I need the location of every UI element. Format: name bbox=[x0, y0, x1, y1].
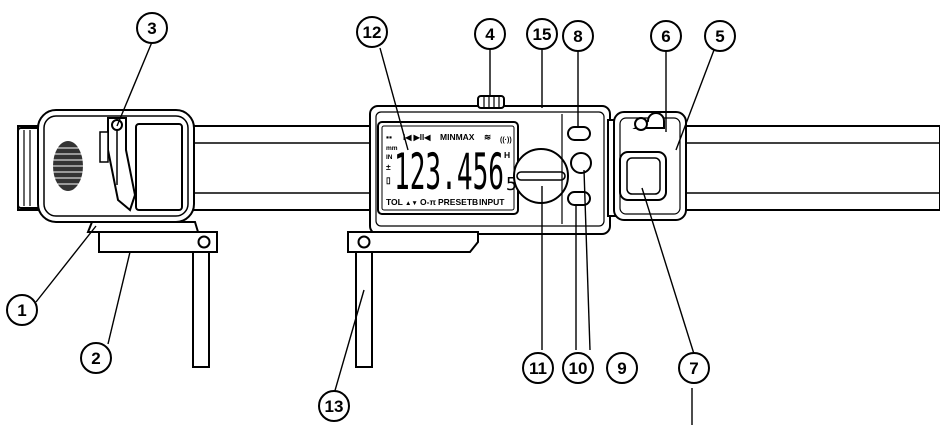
svg-text:9: 9 bbox=[617, 359, 626, 378]
svg-text:13: 13 bbox=[325, 397, 344, 416]
display-jaw bbox=[347, 231, 479, 368]
leader-lines bbox=[35, 41, 715, 425]
round-button[interactable] bbox=[570, 152, 592, 174]
lcd-arrows: ▲▼ bbox=[405, 200, 418, 207]
left-reference-block bbox=[37, 109, 195, 223]
svg-text:6: 6 bbox=[661, 27, 670, 46]
callout-11: 11 bbox=[522, 352, 554, 384]
right-slider bbox=[607, 111, 687, 221]
svg-text:5: 5 bbox=[715, 27, 724, 46]
slider-pad[interactable] bbox=[619, 151, 667, 201]
svg-text:12: 12 bbox=[363, 23, 382, 42]
callout-6: 6 bbox=[650, 20, 682, 52]
callout-10: 10 bbox=[562, 352, 594, 384]
lcd-tol: TOL bbox=[386, 197, 403, 207]
display-unit: ▪▪ mm IN ± ▯ I◀ ▶II◀ MINMAX ≋ ((·)) H 12… bbox=[369, 95, 611, 235]
lcd-preset: PRESET bbox=[438, 197, 473, 207]
svg-text:1: 1 bbox=[17, 301, 26, 320]
lcd-hold: H bbox=[504, 150, 510, 160]
svg-text:10: 10 bbox=[569, 359, 588, 378]
callout-7: 7 bbox=[678, 352, 710, 384]
lcd-input: INPUT bbox=[479, 197, 505, 207]
svg-text:3: 3 bbox=[147, 19, 156, 38]
callout-9: 9 bbox=[606, 352, 638, 384]
signal-icon: ≋ bbox=[484, 132, 491, 142]
callout-15: 15 bbox=[526, 18, 558, 50]
lcd-minmax: MINMAX bbox=[440, 132, 475, 142]
callout-2: 2 bbox=[80, 342, 112, 374]
knurled-grip-icon bbox=[53, 141, 83, 191]
lower-button[interactable] bbox=[567, 191, 591, 206]
lcd-unit-mm: mm bbox=[386, 145, 398, 152]
clamp-lever bbox=[99, 117, 137, 212]
upper-button[interactable] bbox=[567, 126, 591, 141]
svg-text:8: 8 bbox=[573, 27, 582, 46]
left-jaw bbox=[86, 221, 218, 368]
svg-text:4: 4 bbox=[485, 25, 495, 44]
callout-12: 12 bbox=[356, 16, 388, 48]
svg-text:15: 15 bbox=[533, 25, 552, 44]
lcd-mode-icon: ▪▪ bbox=[386, 132, 392, 142]
locking-screw-icon[interactable] bbox=[632, 112, 665, 131]
svg-text:2: 2 bbox=[91, 349, 100, 368]
rf-antenna-icon: ((·)) bbox=[500, 137, 512, 144]
lcd-small-digit: 5 bbox=[506, 174, 517, 195]
callout-8: 8 bbox=[562, 20, 594, 52]
callout-3: 3 bbox=[136, 12, 168, 44]
battery-icon: ▯ bbox=[386, 175, 391, 185]
lcd-playback-icon: I◀ ▶II◀ bbox=[403, 133, 431, 142]
key-icon: O-π bbox=[420, 197, 436, 207]
battery-cover[interactable] bbox=[513, 148, 569, 204]
callout-1: 1 bbox=[6, 294, 38, 326]
svg-text:11: 11 bbox=[529, 359, 547, 378]
lcd-screen: ▪▪ mm IN ± ▯ I◀ ▶II◀ MINMAX ≋ ((·)) H 12… bbox=[377, 121, 519, 215]
svg-text:7: 7 bbox=[689, 359, 698, 378]
lcd-input-mark: B bbox=[472, 197, 478, 207]
callout-4: 4 bbox=[474, 18, 506, 50]
knurled-knob-icon bbox=[477, 95, 505, 109]
lcd-plusminus-icon: ± bbox=[386, 162, 391, 172]
callout-13: 13 bbox=[318, 390, 350, 422]
callout-5: 5 bbox=[704, 20, 736, 52]
lcd-main-digits: 123.456 bbox=[394, 143, 504, 201]
lcd-unit-in: IN bbox=[386, 154, 393, 161]
